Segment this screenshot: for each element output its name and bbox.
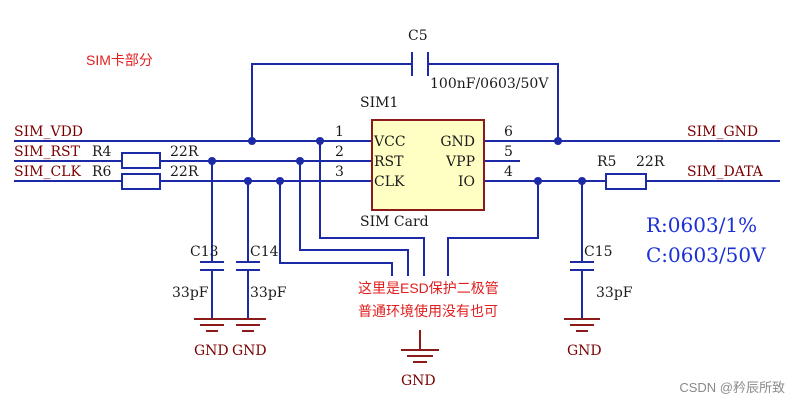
watermark: CSDN @矜辰所致 bbox=[679, 380, 785, 395]
chip-pin-name: VPP bbox=[445, 154, 475, 170]
capacitor-c14: C14 33pF bbox=[236, 244, 287, 318]
chip-pin-name: CLK bbox=[374, 174, 405, 190]
resistor-r5-body bbox=[605, 173, 647, 190]
junction-dot bbox=[296, 157, 304, 165]
capacitor-c15: C15 33pF bbox=[570, 244, 633, 318]
chip-pin-name: IO bbox=[458, 174, 475, 190]
net-label-sim-clk: SIM_CLK bbox=[14, 164, 81, 180]
gnd-label: GND bbox=[567, 343, 602, 359]
chip-pin-name: GND bbox=[440, 134, 475, 150]
resistor-r4: R4 22R bbox=[92, 144, 199, 169]
chip-designator: SIM1 bbox=[360, 95, 398, 111]
gnd-symbol-esd: GND bbox=[401, 330, 439, 389]
wire-esd-clk bbox=[279, 181, 393, 276]
junction-dot bbox=[578, 177, 586, 185]
chip-name: SIM Card bbox=[360, 214, 429, 230]
spec-note-resistor: R:0603/1% bbox=[646, 213, 757, 237]
net-label-sim-vdd: SIM_VDD bbox=[14, 124, 83, 140]
esd-note-line-1: 这里是ESD保护二极管 bbox=[358, 280, 499, 296]
wire-c5-left bbox=[251, 63, 412, 141]
capacitor-c13-value: 33pF bbox=[172, 285, 209, 301]
capacitor-c14-designator: C14 bbox=[250, 244, 279, 260]
gnd-label: GND bbox=[401, 373, 436, 389]
resistor-r4-value: 22R bbox=[170, 144, 199, 160]
resistor-r5-value: 22R bbox=[636, 154, 665, 170]
junctions bbox=[208, 137, 586, 185]
net-label-sim-gnd: SIM_GND bbox=[687, 124, 758, 140]
chip-pin-number: 3 bbox=[335, 164, 344, 180]
junction-dot bbox=[554, 137, 562, 145]
wire-c5-right bbox=[428, 63, 559, 141]
wire-esd-vdd bbox=[319, 141, 425, 276]
chip-pin-number: 6 bbox=[504, 124, 513, 140]
gnd-symbol-c15: GND bbox=[564, 318, 602, 359]
gnd-label: GND bbox=[232, 343, 267, 359]
resistor-r5: R5 22R bbox=[597, 154, 665, 190]
chip-pin-name: RST bbox=[374, 154, 404, 170]
gnd-symbol-c13: GND bbox=[194, 318, 230, 359]
wire-esd-io bbox=[447, 181, 539, 276]
net-label-sim-rst: SIM_RST bbox=[14, 144, 81, 160]
chip-pin-number: 1 bbox=[335, 124, 344, 140]
resistor-r6-body bbox=[121, 173, 161, 190]
chip-pin-number: 2 bbox=[335, 144, 344, 160]
gnd-label: GND bbox=[194, 343, 229, 359]
capacitor-c14-value: 33pF bbox=[250, 285, 287, 301]
resistor-r4-designator: R4 bbox=[92, 144, 112, 160]
gnd-symbol-c14: GND bbox=[230, 318, 267, 359]
chip-pin-number: 5 bbox=[504, 144, 513, 160]
section-title: SIM卡部分 bbox=[86, 52, 153, 68]
chip-pin-number: 4 bbox=[504, 164, 513, 180]
sim-card-chip: SIM1 SIM Card VCC RST CLK 1 2 3 GND VPP … bbox=[335, 95, 513, 230]
resistor-r6-designator: R6 bbox=[92, 164, 112, 180]
capacitor-c5: C5 100nF/0603/50V bbox=[408, 28, 549, 92]
wire-esd-rst bbox=[299, 161, 409, 276]
chip-pin-name: VCC bbox=[373, 134, 406, 150]
spec-note-capacitor: C:0603/50V bbox=[646, 243, 766, 267]
capacitor-c15-designator: C15 bbox=[584, 244, 613, 260]
esd-note-line-2: 普通环境使用没有也可 bbox=[358, 303, 498, 319]
resistor-r5-designator: R5 bbox=[597, 154, 616, 170]
chip-body bbox=[371, 119, 485, 211]
junction-dot bbox=[248, 137, 256, 145]
capacitor-c5-designator: C5 bbox=[408, 28, 428, 44]
resistor-r4-body bbox=[121, 152, 161, 169]
capacitor-c5-value: 100nF/0603/50V bbox=[430, 76, 549, 92]
net-label-sim-data: SIM_DATA bbox=[687, 164, 764, 180]
capacitor-c13-designator: C13 bbox=[190, 244, 219, 260]
resistor-r6-value: 22R bbox=[170, 164, 199, 180]
wires bbox=[14, 63, 780, 276]
capacitor-c15-value: 33pF bbox=[596, 285, 633, 301]
capacitor-c13: C13 33pF bbox=[172, 244, 224, 318]
junction-dot bbox=[276, 177, 284, 185]
junction-dot bbox=[534, 177, 542, 185]
junction-dot bbox=[208, 157, 216, 165]
resistor-r6: R6 22R bbox=[92, 164, 199, 190]
junction-dot bbox=[244, 177, 252, 185]
junction-dot bbox=[316, 137, 324, 145]
